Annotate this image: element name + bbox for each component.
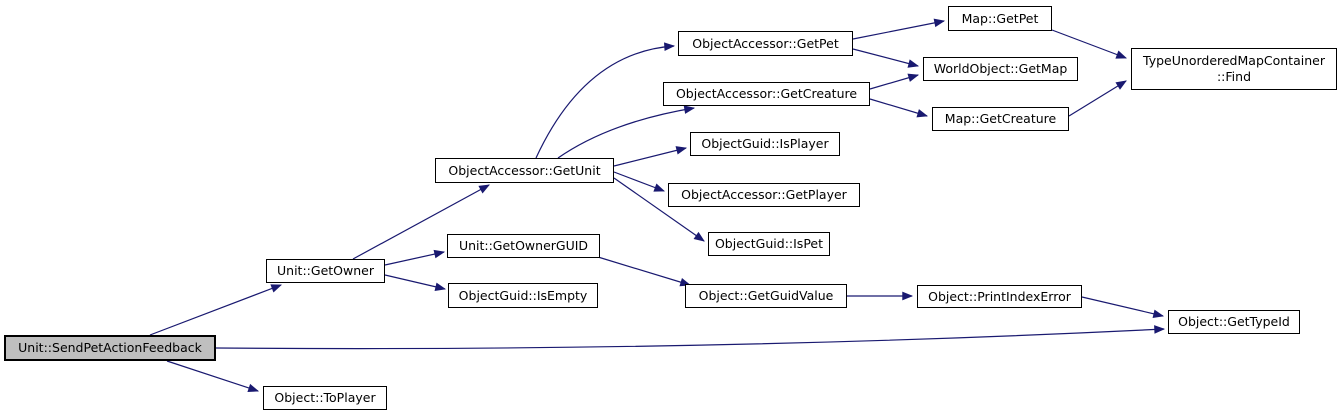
edge-get-unit-to-acc-get-pet [535,42,676,159]
node-send-pet[interactable]: Unit::SendPetActionFeedback [4,335,216,361]
node-acc-get-creature[interactable]: ObjectAccessor::GetCreature [663,82,870,106]
node-get-guid-value[interactable]: Object::GetGuidValue [685,284,847,308]
edge-get-owner-to-get-unit [352,184,490,260]
edge-acc-get-pet-to-map-get-pet [852,18,946,40]
node-world-get-map[interactable]: WorldObject::GetMap [923,57,1078,81]
edge-map-get-pet-to-find [1051,29,1128,59]
edge-get-unit-to-is-player [613,146,688,167]
edge-acc-get-creature-to-world-get-map [869,73,920,90]
node-is-empty[interactable]: ObjectGuid::IsEmpty [448,283,598,308]
node-is-player[interactable]: ObjectGuid::IsPlayer [690,132,840,156]
node-to-player[interactable]: Object::ToPlayer [263,386,387,410]
edge-acc-get-pet-to-world-get-map [852,48,920,68]
edge-get-owner-to-get-owner-guid [384,249,446,266]
node-print-index-error[interactable]: Object::PrintIndexError [917,285,1082,308]
node-find[interactable]: TypeUnorderedMapContainer ::Find [1131,48,1337,90]
edge-get-unit-to-get-player [613,171,666,192]
node-map-get-pet[interactable]: Map::GetPet [948,6,1052,31]
edge-acc-get-creature-to-map-get-creature [869,98,929,118]
edge-print-index-error-to-get-type-id [1081,296,1165,318]
edge-send-pet-to-get-owner [149,284,283,336]
edge-get-owner-to-is-empty [384,274,447,291]
node-is-pet[interactable]: ObjectGuid::IsPet [708,232,830,256]
edge-send-pet-to-get-type-id [215,325,1166,350]
edge-send-pet-to-to-player [166,360,260,393]
node-get-owner[interactable]: Unit::GetOwner [266,259,385,283]
node-get-type-id[interactable]: Object::GetTypeId [1168,310,1300,334]
node-get-unit[interactable]: ObjectAccessor::GetUnit [435,158,614,183]
node-acc-get-pet[interactable]: ObjectAccessor::GetPet [678,31,853,56]
edge-get-unit-to-is-pet [613,177,705,242]
node-get-player[interactable]: ObjectAccessor::GetPlayer [668,183,860,207]
edge-get-unit-to-acc-get-creature [557,105,696,159]
edge-map-get-creature-to-find [1068,80,1127,117]
node-map-get-creature[interactable]: Map::GetCreature [932,107,1069,131]
edge-get-owner-guid-to-get-guid-value [597,256,692,287]
node-get-owner-guid[interactable]: Unit::GetOwnerGUID [447,234,600,258]
